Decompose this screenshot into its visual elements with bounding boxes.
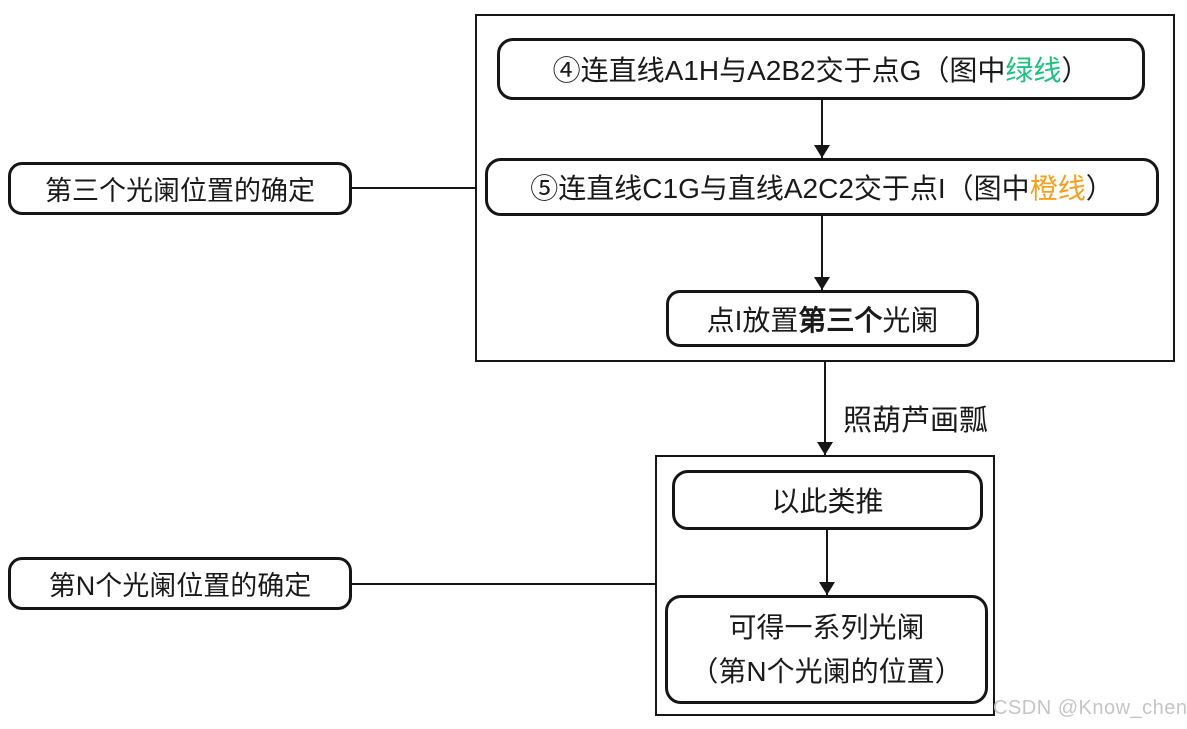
csdn-watermark: CSDN @Know_chen (993, 697, 1187, 720)
transition-caption-text: 照葫芦画瓢 (843, 405, 989, 437)
third-aperture-result-node: 点I放置第三个光阑 (666, 290, 979, 347)
step5-text-prefix: ⑤连直线C1G与直线A2C2交于点I（图中 (530, 173, 1030, 204)
analogy-node: 以此类推 (672, 470, 983, 530)
arrow-group1-to-group2 (824, 362, 826, 455)
arrow-step4-to-step5 (821, 100, 823, 158)
csdn-watermark-text: CSDN @Know_chen (993, 697, 1187, 719)
step5-text-suffix: ） (1085, 173, 1114, 204)
step5-orange-line-text: 橙线 (1029, 173, 1086, 204)
step5-node: ⑤连直线C1G与直线A2C2交于点I（图中橙线） (485, 158, 1159, 216)
series-result-line2: （第N个光阑的位置） (690, 655, 963, 687)
label-third-aperture-text: 第三个光阑位置的确定 (45, 176, 315, 206)
series-result-node: 可得一系列光阑 （第N个光阑的位置） (665, 595, 988, 704)
analogy-text: 以此类推 (771, 486, 884, 517)
result-text-prefix: 点I放置 (706, 304, 799, 336)
step4-text-prefix: ④连直线A1H与A2B2交于点G（图中 (552, 55, 1006, 86)
label-nth-aperture-text: 第N个光阑位置的确定 (48, 571, 312, 601)
arrow-analogy-to-series (826, 530, 828, 595)
transition-caption: 照葫芦画瓢 (843, 397, 988, 439)
result-text-suffix: 光阑 (882, 304, 939, 336)
arrow-step5-to-result (821, 216, 823, 290)
step4-green-line-text: 绿线 (1005, 55, 1062, 86)
nth-aperture-group-rect (655, 455, 995, 716)
series-result-line1: 可得一系列光阑 (728, 612, 925, 644)
result-text-emphasis: 第三个 (798, 304, 883, 336)
label-third-aperture-determination: 第三个光阑位置的确定 (8, 162, 352, 215)
step4-node: ④连直线A1H与A2B2交于点G（图中绿线） (497, 38, 1145, 100)
label-nth-aperture-determination: 第N个光阑位置的确定 (8, 557, 352, 610)
step4-text-suffix: ） (1061, 55, 1090, 86)
third-aperture-group-rect (475, 14, 1175, 362)
connector-line-nth-group (351, 583, 655, 585)
connector-line-third-group (351, 187, 475, 189)
